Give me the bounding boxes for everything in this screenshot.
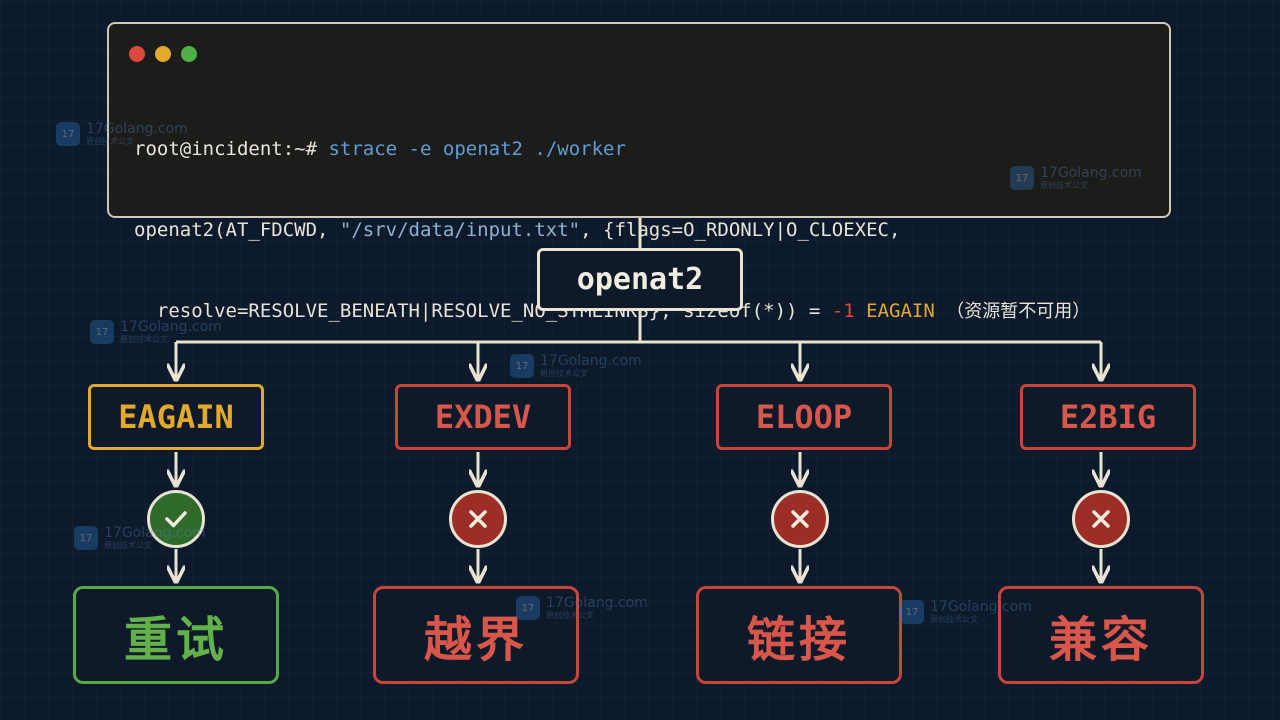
check-icon (165, 511, 187, 528)
watermark-site: 17Golang.com (540, 353, 642, 369)
status-success (147, 490, 205, 548)
window-controls (129, 46, 197, 62)
terminal-window: root@incident:~# strace -e openat2 ./wor… (107, 22, 1171, 403)
watermark-logo-icon: 17 (516, 596, 540, 620)
syscall-prefix: openat2(AT_FDCWD, (134, 219, 340, 241)
terminal-output: root@incident:~# strace -e openat2 ./wor… (134, 82, 1090, 460)
syscall-path: "/srv/data/input.txt" (339, 219, 581, 241)
watermark-logo-icon: 17 (1010, 166, 1034, 190)
watermark-logo-icon: 17 (900, 600, 924, 624)
terminal-line-1: root@incident:~# strace -e openat2 ./wor… (134, 136, 1090, 163)
result-node-retry: 重试 (73, 586, 279, 684)
status-failure-e2big (1072, 490, 1130, 548)
result-node-link: 链接 (696, 586, 902, 684)
shell-prompt: root@incident:~# (134, 138, 318, 160)
error-node-eagain: EAGAIN (88, 384, 264, 450)
syscall-return-value: -1 (831, 300, 855, 322)
watermark-site: 17Golang.com (86, 121, 188, 137)
syscall-errno: EAGAIN (866, 300, 935, 322)
maximize-window-dot[interactable] (181, 46, 197, 62)
watermark-sub: 原创技术公文 (930, 615, 978, 624)
status-failure-eloop (771, 490, 829, 548)
x-icon (791, 510, 809, 528)
result-node-compat: 兼容 (998, 586, 1204, 684)
watermark-sub: 原创技术公文 (1040, 181, 1088, 190)
error-node-e2big: E2BIG (1020, 384, 1196, 450)
shell-command: strace -e openat2 ./worker (328, 138, 626, 160)
close-window-dot[interactable] (129, 46, 145, 62)
errno-note: （资源暂不可用） (946, 301, 1091, 322)
x-icon (469, 510, 487, 528)
watermark-site: 17Golang.com (546, 595, 648, 611)
syscall-flags: , {flags=O_RDONLY|O_CLOEXEC, (580, 219, 901, 241)
watermark-sub: 原创技术公文 (120, 335, 168, 344)
watermark-site: 17Golang.com (120, 319, 222, 335)
status-failure-exdev (449, 490, 507, 548)
error-node-eloop: ELOOP (716, 384, 892, 450)
watermark-sub: 原创技术公文 (86, 137, 134, 146)
error-node-exdev: EXDEV (395, 384, 571, 450)
watermark-logo-icon: 17 (90, 320, 114, 344)
minimize-window-dot[interactable] (155, 46, 171, 62)
watermark-sub: 原创技术公文 (546, 611, 594, 620)
watermark-site: 17Golang.com (1040, 165, 1142, 181)
watermark-site: 17Golang.com (104, 525, 206, 541)
terminal-line-2: openat2(AT_FDCWD, "/srv/data/input.txt",… (134, 217, 1090, 244)
root-node-openat2: openat2 (537, 248, 743, 311)
watermark-site: 17Golang.com (930, 599, 1032, 615)
watermark-logo-icon: 17 (74, 526, 98, 550)
watermark-logo-icon: 17 (56, 122, 80, 146)
watermark-logo-icon: 17 (510, 354, 534, 378)
watermark-sub: 原创技术公文 (540, 369, 588, 378)
x-icon (1092, 510, 1110, 528)
watermark-sub: 原创技术公文 (104, 541, 152, 550)
result-node-out-of-bounds: 越界 (373, 586, 579, 684)
